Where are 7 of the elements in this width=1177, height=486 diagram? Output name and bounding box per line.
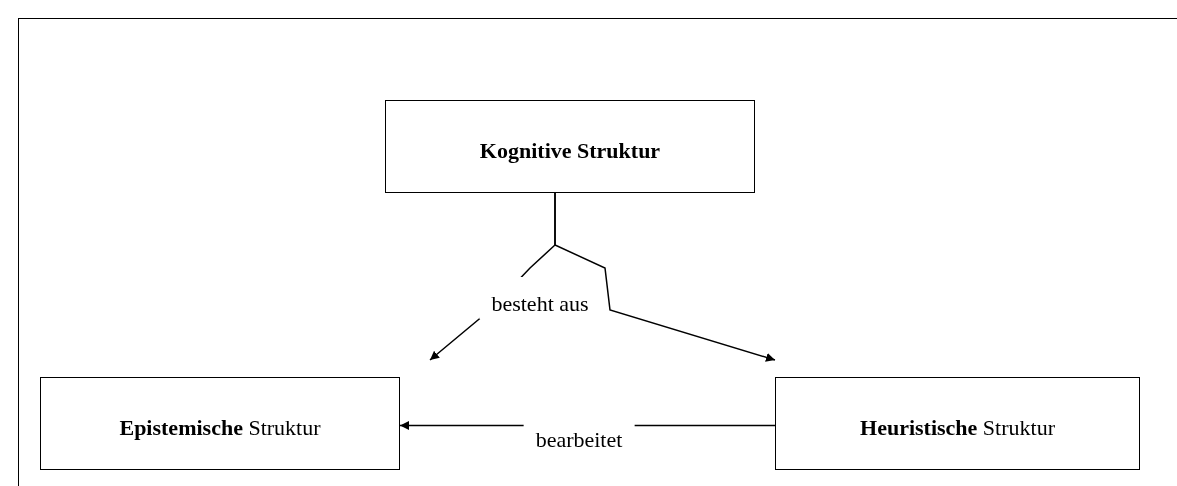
box-label: Heuristische Struktur (860, 414, 1055, 442)
process-box (40, 377, 400, 470)
box-label: Epistemische Struktur (119, 414, 321, 442)
arrow (554, 192, 776, 362)
box-label: Kognitive Struktur (479, 137, 661, 165)
process-box (385, 100, 755, 193)
process-box (775, 377, 1140, 470)
